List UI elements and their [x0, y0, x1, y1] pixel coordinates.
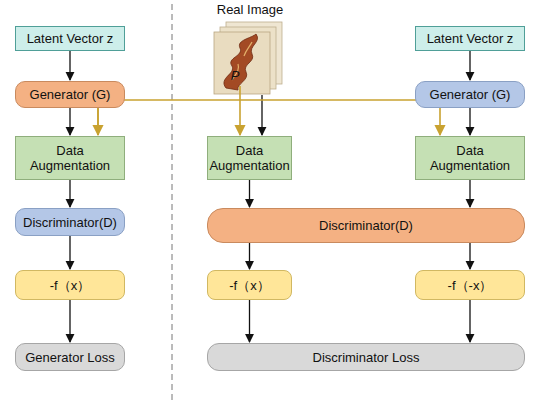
node-text: Discriminator(D) — [319, 218, 413, 233]
latent-box: Latent Vector z — [15, 26, 125, 51]
flow-arrow — [69, 108, 70, 135]
node-text: Data Augmentation — [422, 143, 518, 173]
node-text: Generator Loss — [25, 350, 115, 365]
node-text: Discriminator(D) — [23, 215, 117, 230]
generator-box: Generator (G) — [15, 81, 125, 108]
image-heading: Real Image — [210, 2, 290, 17]
node-text: Latent Vector z — [427, 31, 514, 46]
image-arrow — [261, 95, 262, 135]
augmentation-box: Data Augmentation — [15, 136, 125, 180]
flow-arrow — [469, 180, 470, 207]
loss-function-box: -f（x） — [15, 270, 125, 300]
flow-arrow — [249, 300, 250, 342]
node-text: -f（x） — [229, 278, 269, 293]
node-text: Data Augmentation — [22, 143, 118, 173]
flow-arrow — [469, 51, 470, 80]
node-text: Generator (G) — [30, 87, 111, 102]
flow-arrow — [69, 300, 70, 342]
flow-arrow — [469, 243, 470, 269]
node-text: -f（-x） — [448, 278, 493, 293]
augmentation-box: Data Augmentation — [207, 136, 292, 180]
node-text: Discriminator Loss — [313, 350, 420, 365]
flow-arrow — [69, 236, 70, 269]
real-image-stack — [214, 22, 282, 94]
divider-line — [172, 4, 173, 404]
node-text: Data Augmentation — [209, 143, 289, 173]
augmentation-box: Data Augmentation — [415, 136, 525, 180]
loss-box: Discriminator Loss — [207, 343, 525, 371]
discriminator-box: Discriminator(D) — [15, 208, 125, 236]
node-text: Generator (G) — [430, 87, 511, 102]
flow-arrow — [69, 180, 70, 207]
policy-label: P — [228, 68, 242, 83]
augment-policy-lines — [98, 86, 440, 135]
flow-arrow — [469, 300, 470, 342]
loss-function-box: -f（-x） — [415, 270, 525, 300]
loss-function-box: -f（x） — [207, 270, 292, 300]
flow-arrow — [249, 180, 250, 207]
flow-arrow — [469, 108, 470, 135]
discriminator-box: Discriminator(D) — [207, 208, 525, 243]
loss-box: Generator Loss — [15, 343, 125, 371]
flow-arrow — [69, 51, 70, 80]
generator-box: Generator (G) — [415, 81, 525, 108]
node-text: -f（x） — [50, 278, 90, 293]
flow-arrow — [249, 243, 250, 269]
latent-box: Latent Vector z — [415, 26, 525, 51]
node-text: Latent Vector z — [27, 31, 114, 46]
